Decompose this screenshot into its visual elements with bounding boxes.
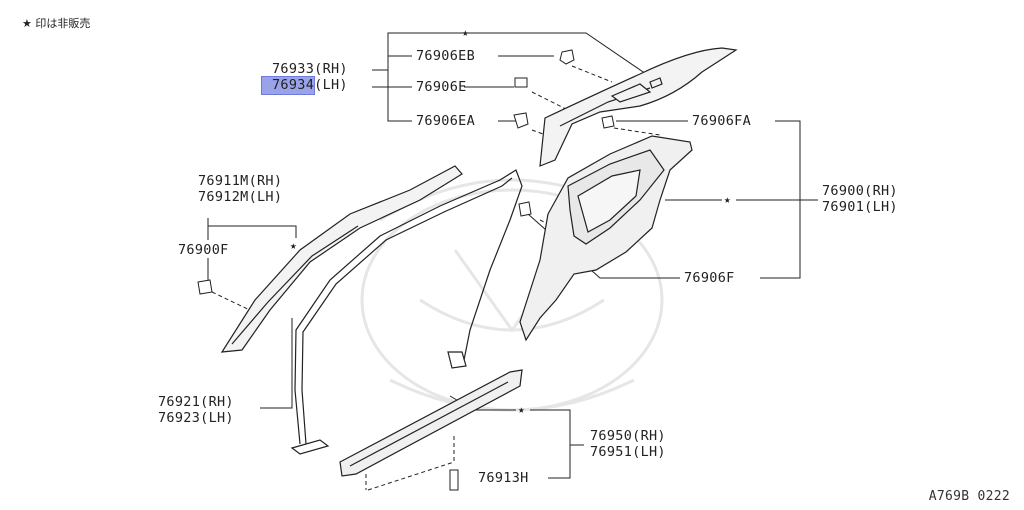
label-76950-rh[interactable]: 76950(RH): [590, 428, 666, 444]
label-76911m-rh[interactable]: 76911M(RH): [198, 173, 283, 189]
label-76906eb[interactable]: 76906EB: [416, 48, 475, 64]
label-76906ea[interactable]: 76906EA: [416, 113, 475, 129]
label-76900-rh[interactable]: 76900(RH): [822, 183, 898, 199]
clip-fasteners: [197, 49, 615, 491]
legend-non-sale: ★ 印は非販売: [22, 15, 90, 31]
upper-rear-pillar-trim: [539, 47, 738, 167]
star-icon-left: ★: [290, 239, 297, 252]
drawing-code: A769B 0222: [928, 489, 1010, 504]
front-pillar-trim: [220, 165, 463, 353]
label-76933-rh[interactable]: 76933(RH): [272, 61, 348, 77]
star-icon-right: ★: [724, 193, 731, 206]
door-weatherstrip: [290, 169, 523, 455]
label-76906fa[interactable]: 76906FA: [692, 113, 751, 129]
label-76912m-lh[interactable]: 76912M(LH): [198, 189, 283, 205]
quarter-trim-panel: [519, 135, 693, 342]
selected-part-highlight: [261, 76, 315, 95]
label-76951-lh[interactable]: 76951(LH): [590, 444, 666, 460]
label-76900f[interactable]: 76900F: [178, 242, 229, 258]
label-76913h[interactable]: 76913H: [478, 470, 529, 486]
label-76923-lh[interactable]: 76923(LH): [158, 410, 234, 426]
star-icon-top: ★: [462, 26, 469, 39]
sill-plate: [339, 369, 523, 477]
label-76934-lh[interactable]: 76934(LH): [272, 77, 348, 93]
label-76906f[interactable]: 76906F: [684, 270, 735, 286]
label-76921-rh[interactable]: 76921(RH): [158, 394, 234, 410]
star-icon: ★: [22, 17, 32, 30]
label-76901-lh[interactable]: 76901(LH): [822, 199, 898, 215]
label-76906e[interactable]: 76906E: [416, 79, 467, 95]
star-icon-bottom: ★: [518, 403, 525, 416]
legend-text: 印は非販売: [35, 17, 91, 30]
